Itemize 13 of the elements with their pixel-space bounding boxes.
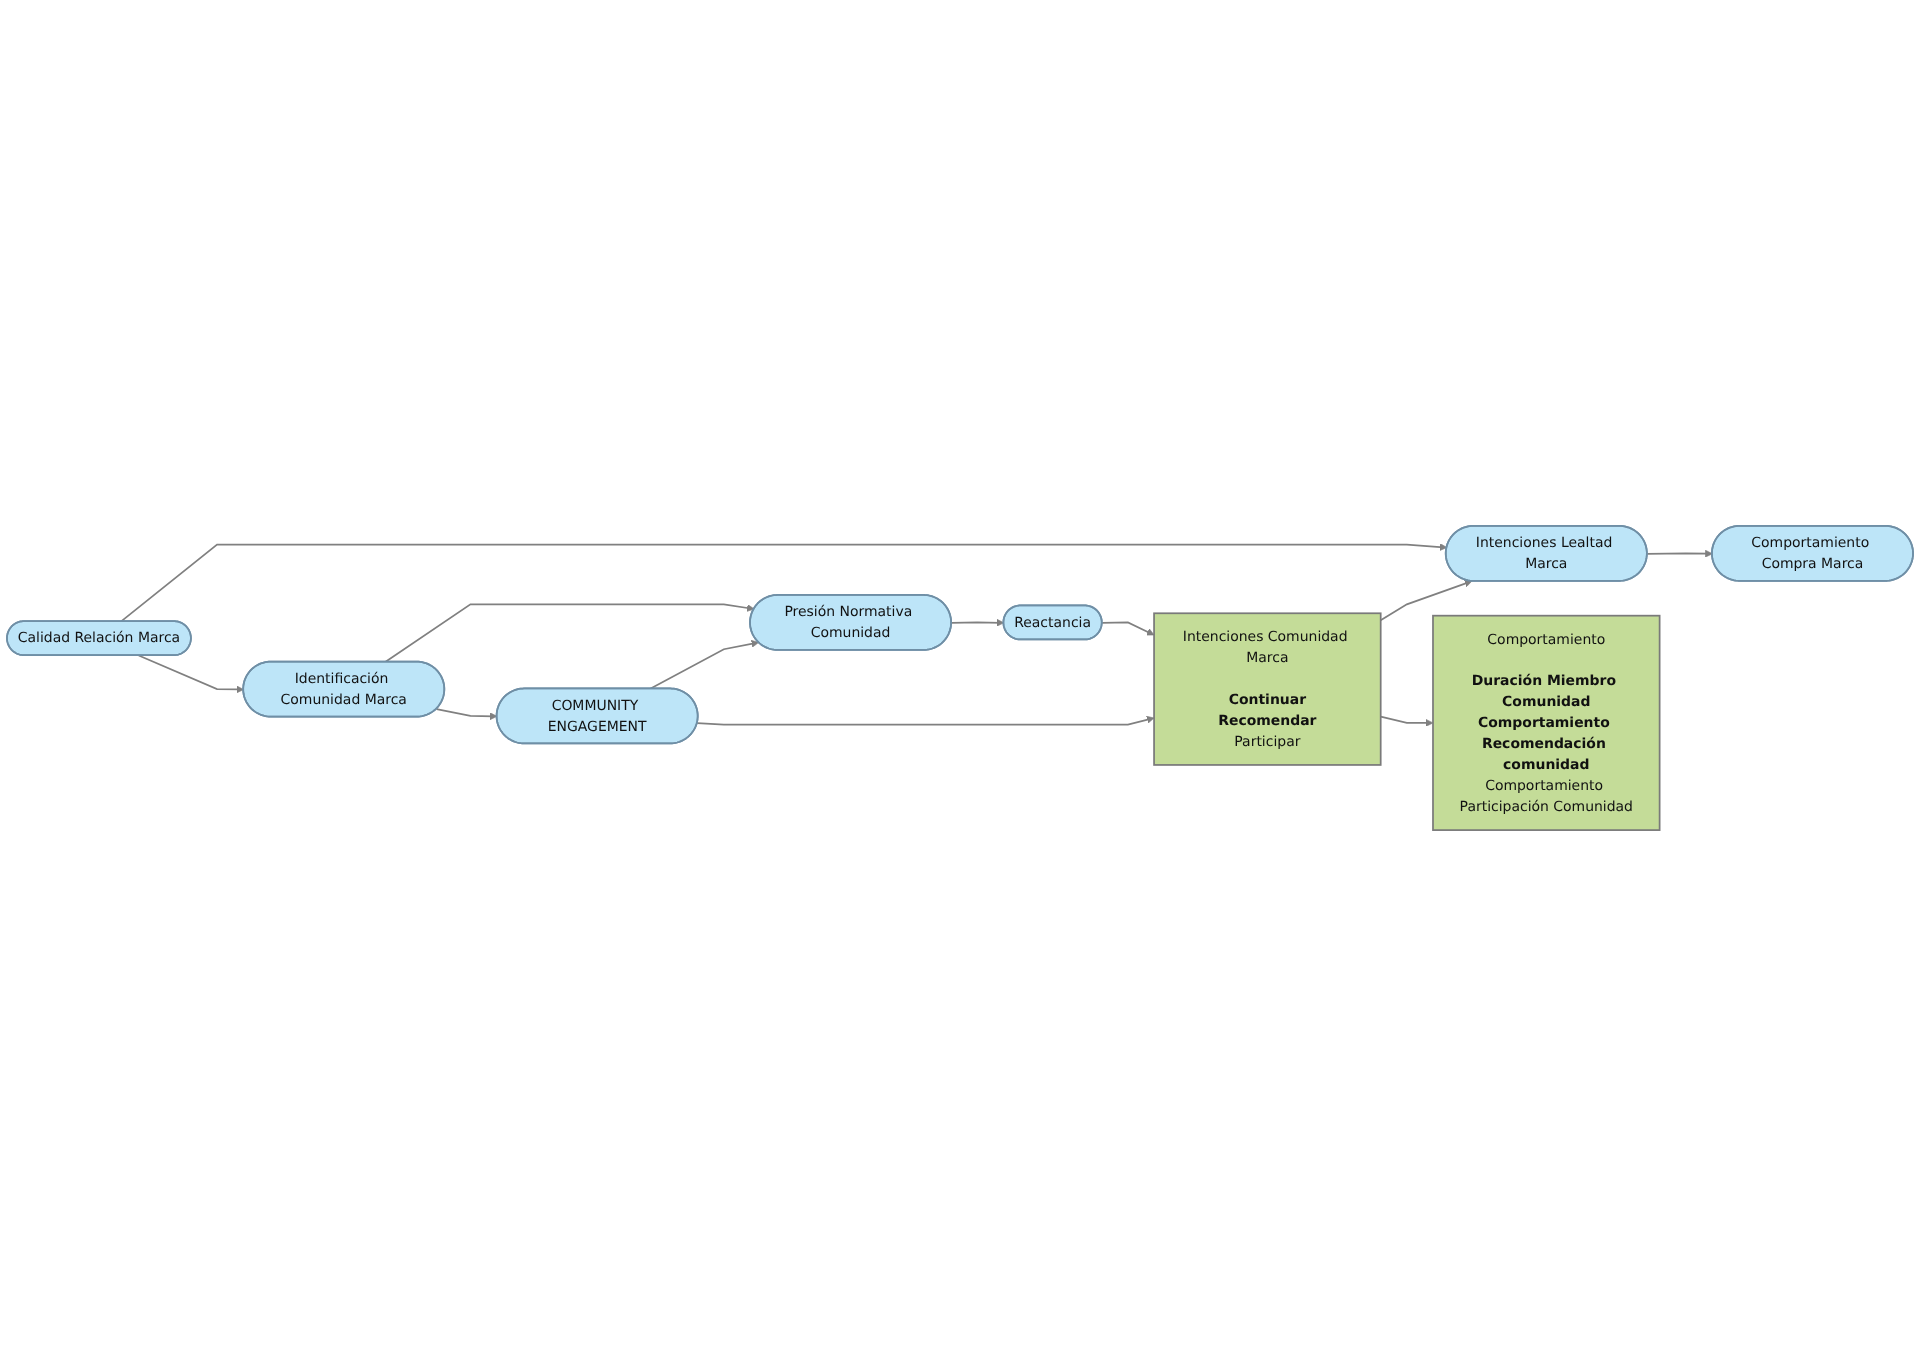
arrow — [435, 708, 498, 721]
arrow — [648, 640, 759, 690]
arrow — [137, 654, 244, 694]
arrow — [950, 618, 1005, 627]
arrow — [1646, 549, 1713, 558]
arrow — [1101, 621, 1155, 636]
arrow — [1379, 579, 1473, 622]
node-box — [1153, 612, 1382, 766]
node-box — [1432, 614, 1661, 831]
arrow — [384, 603, 755, 663]
arrow — [119, 543, 1448, 623]
arrow — [696, 715, 1155, 726]
arrow — [1379, 715, 1434, 727]
